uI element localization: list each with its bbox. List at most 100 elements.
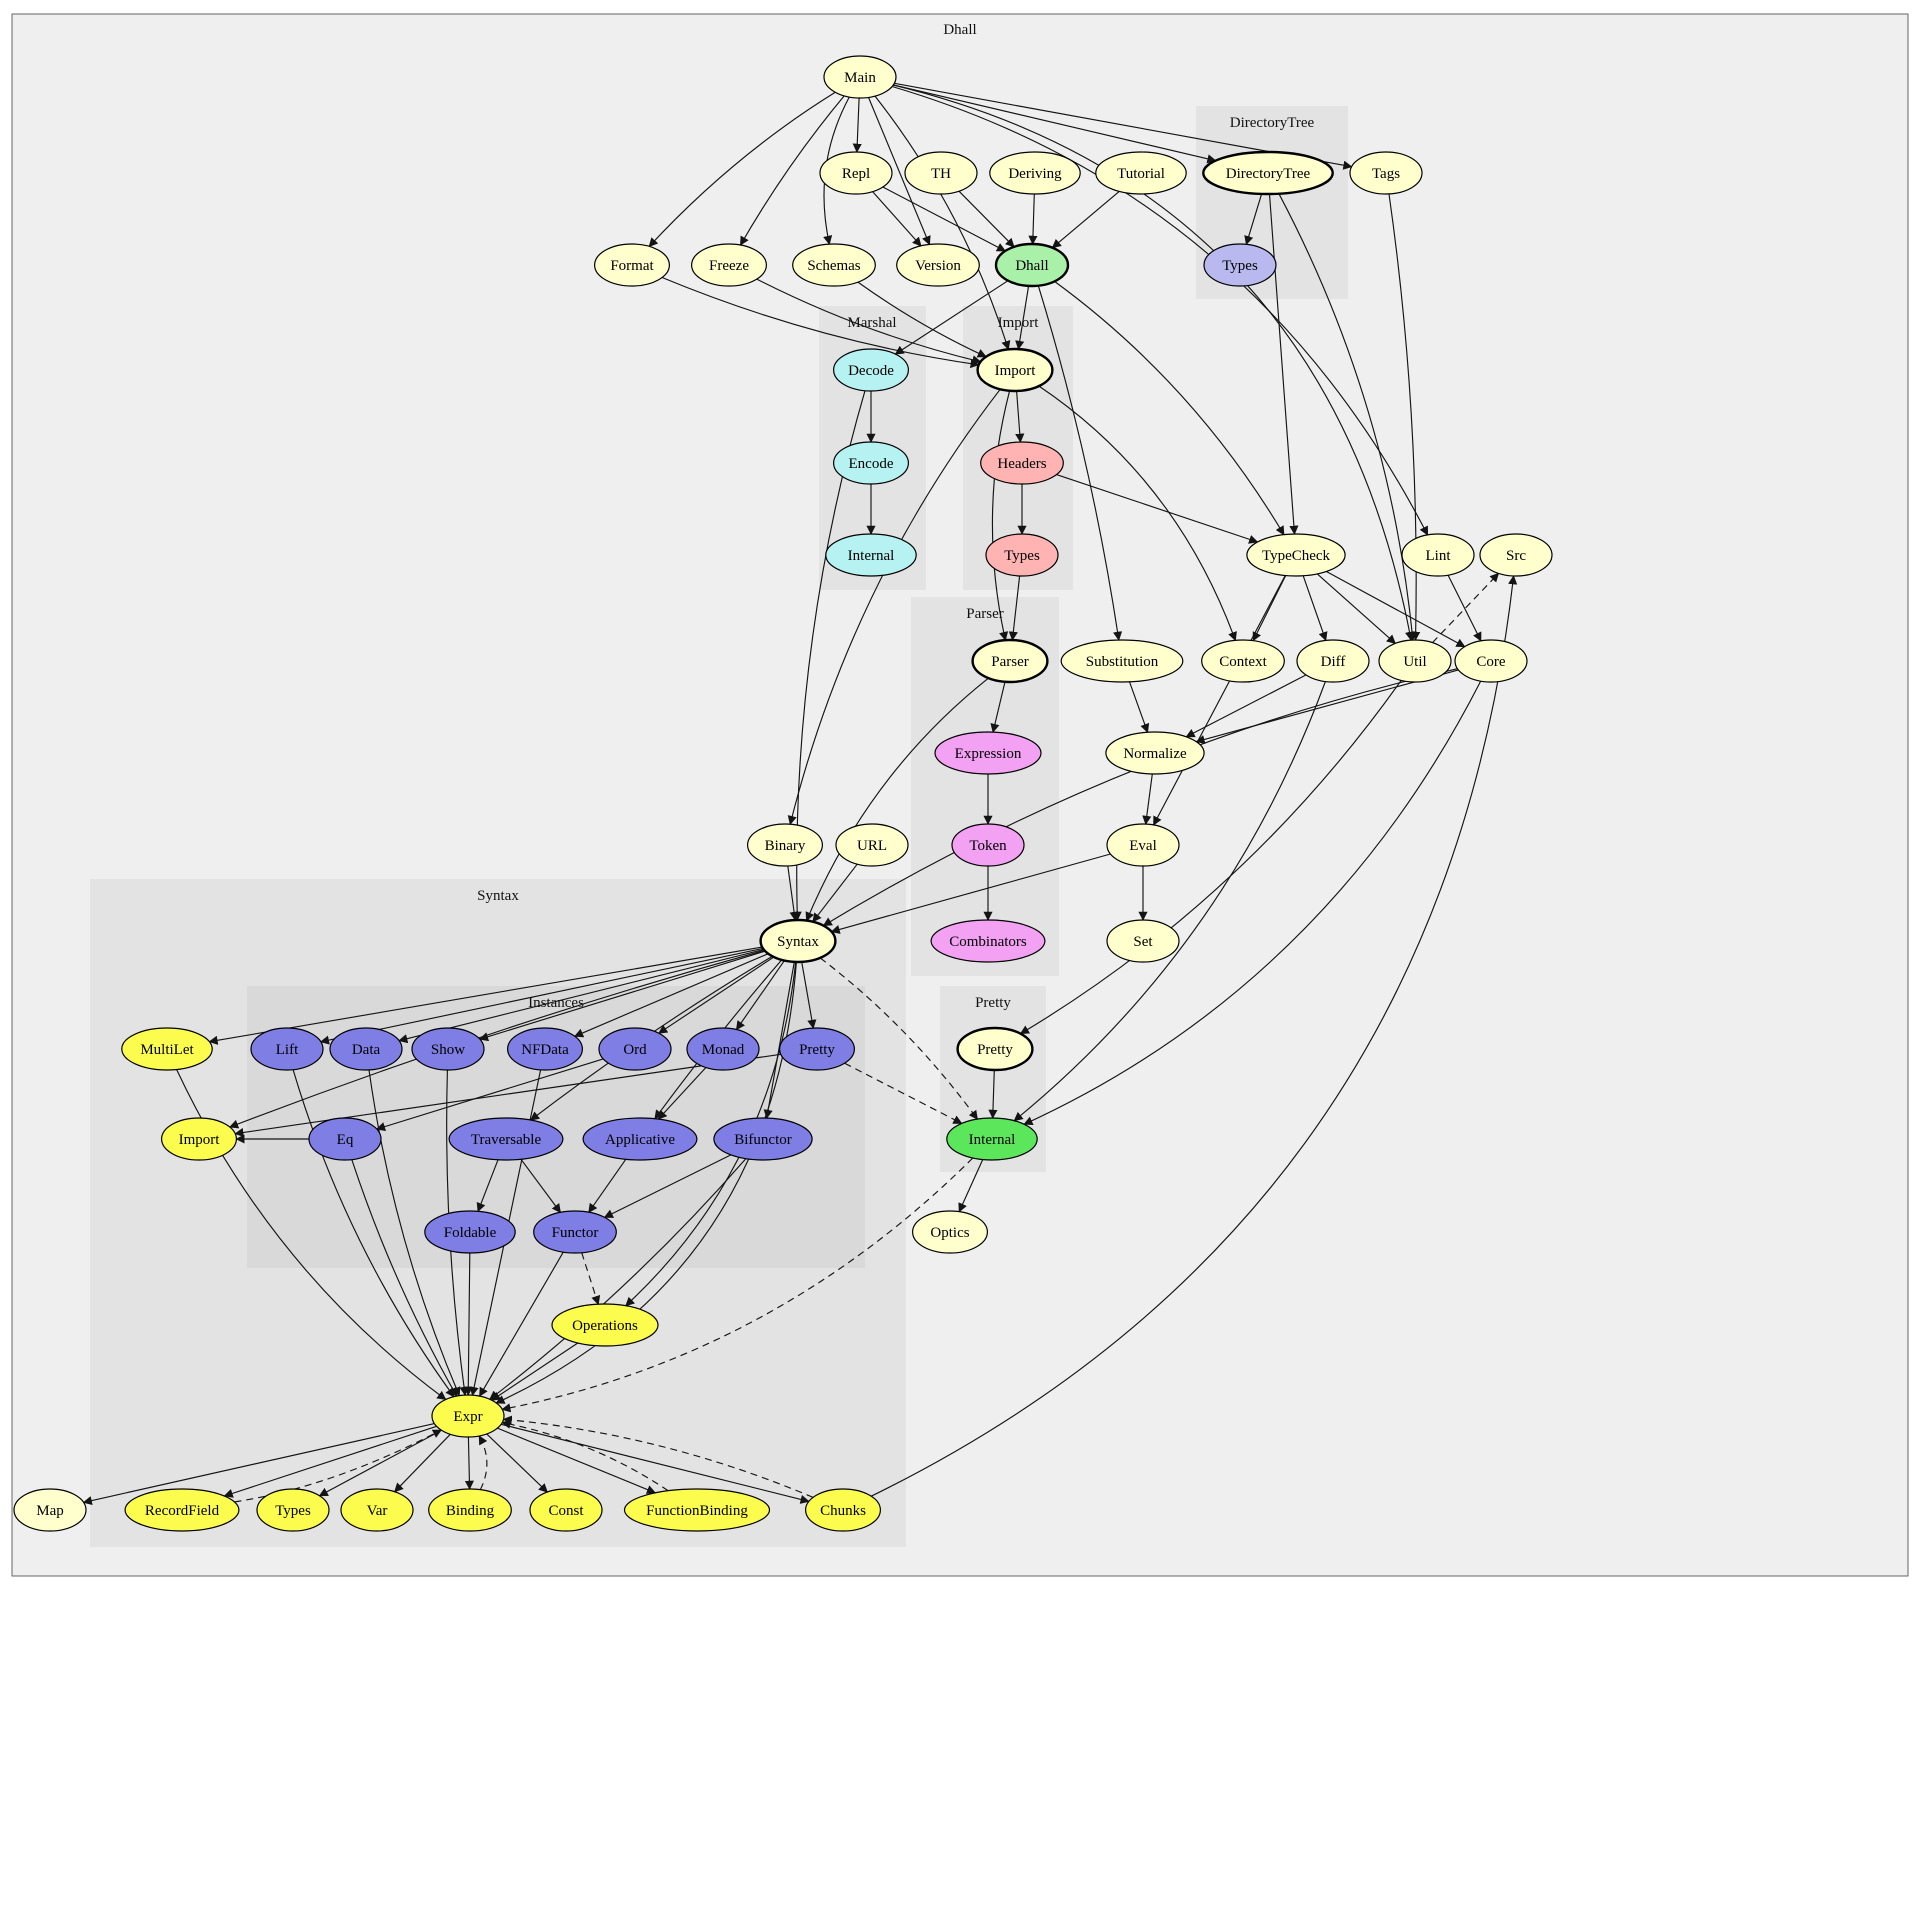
- node-shape-Binding: [428, 1488, 512, 1532]
- node-shape-Token: [951, 823, 1025, 867]
- node-shape-PrettyInst: [778, 1027, 855, 1071]
- node-Show: Show: [411, 1027, 485, 1071]
- node-FunctionBinding: FunctionBinding: [623, 1488, 771, 1532]
- node-label-DirectoryTree: DirectoryTree: [1226, 166, 1311, 182]
- node-shape-TH: [904, 151, 978, 195]
- edge-Schemas-ImportMain: [857, 281, 987, 358]
- node-label-PrettyNode: Pretty: [977, 1042, 1013, 1058]
- cluster-label-import: Import: [998, 315, 1040, 331]
- node-label-Repl: Repl: [842, 166, 870, 182]
- node-label-Core: Core: [1476, 654, 1506, 670]
- node-shape-Bifunctor: [713, 1117, 813, 1161]
- edge-Dhall-Decode: [894, 280, 1009, 355]
- edge-Util-PrettyNode: [1019, 680, 1402, 1035]
- node-shape-ImportMain: [976, 347, 1054, 393]
- edge-Main-Repl: [852, 97, 862, 153]
- node-shape-DirectoryTree: [1202, 150, 1334, 196]
- node-shape-Expr: [431, 1394, 505, 1438]
- node-shape-Deriving: [989, 151, 1081, 195]
- node-label-Substitution: Substitution: [1086, 654, 1159, 670]
- edge-Syntax-Ord: [658, 956, 775, 1034]
- edge-Expr-TypesSyntax: [318, 1429, 442, 1497]
- edge-Diff-Normalize: [1185, 674, 1307, 738]
- node-label-Version: Version: [915, 258, 961, 274]
- node-Ord: Ord: [598, 1027, 672, 1071]
- node-label-Monad: Monad: [702, 1042, 745, 1058]
- edge-Syntax-InternalPretty: [819, 957, 978, 1120]
- edge-Syntax-NFData: [573, 953, 769, 1038]
- edge-RecordField-Expr: [234, 1429, 443, 1503]
- cluster-label-marshal: Marshal: [847, 315, 896, 331]
- edge-DirectoryTree-Util: [1278, 193, 1417, 641]
- edge-Main-DirectoryTree: [893, 84, 1217, 164]
- node-shape-Operations: [551, 1303, 659, 1347]
- node-label-Operations: Operations: [572, 1318, 638, 1334]
- node-shape-Ord: [598, 1027, 672, 1071]
- node-shape-Expression: [934, 731, 1042, 775]
- edge-Expr-Const: [486, 1433, 548, 1493]
- edge-PrettyInst-InternalPretty: [844, 1062, 963, 1124]
- node-TypesDT: Types: [1203, 243, 1277, 287]
- node-PrettyInst: Pretty: [778, 1027, 855, 1071]
- node-label-Var: Var: [367, 1503, 388, 1519]
- node-Functor: Functor: [533, 1210, 617, 1254]
- node-label-TypeCheck: TypeCheck: [1262, 548, 1331, 564]
- node-shape-Encode: [832, 441, 909, 485]
- edge-Repl-Dhall: [882, 186, 1007, 252]
- node-shape-Normalize: [1105, 731, 1205, 775]
- node-label-InternalMarshal: Internal: [848, 548, 895, 564]
- edge-Main-Version: [867, 97, 931, 246]
- node-label-Eq: Eq: [337, 1132, 354, 1148]
- node-Const: Const: [529, 1488, 603, 1532]
- node-label-Expr: Expr: [453, 1409, 482, 1425]
- node-ImportSyntax: Import: [161, 1117, 238, 1161]
- node-TH: TH: [904, 151, 978, 195]
- node-Binding: Binding: [428, 1488, 512, 1532]
- edge-Main-Format: [648, 91, 836, 248]
- node-Main: Main: [823, 55, 897, 99]
- node-label-Diff: Diff: [1321, 654, 1346, 670]
- node-label-Encode: Encode: [849, 456, 894, 472]
- node-Substitution: Substitution: [1060, 639, 1184, 683]
- node-shape-Syntax: [759, 918, 837, 964]
- node-label-TypesImport: Types: [1004, 548, 1040, 564]
- edge-Chunks-Expr: [502, 1415, 814, 1498]
- node-Version: Version: [896, 243, 980, 287]
- node-Data: Data: [329, 1027, 403, 1071]
- node-InternalMarshal: Internal: [825, 533, 917, 577]
- edge-Dhall-Substitution: [1037, 285, 1123, 641]
- node-shape-Eval: [1106, 823, 1180, 867]
- node-shape-NFData: [507, 1027, 584, 1071]
- node-TypesSyntax: Types: [256, 1488, 330, 1532]
- edge-Expr-Var: [394, 1433, 451, 1493]
- node-label-NFData: NFData: [521, 1042, 569, 1058]
- node-label-Foldable: Foldable: [444, 1225, 497, 1241]
- node-label-Deriving: Deriving: [1008, 166, 1062, 182]
- node-Combinators: Combinators: [930, 919, 1046, 963]
- node-shape-Tutorial: [1095, 151, 1187, 195]
- node-shape-Show: [411, 1027, 485, 1071]
- node-Lift: Lift: [250, 1027, 324, 1071]
- node-Deriving: Deriving: [989, 151, 1081, 195]
- node-Binary: Binary: [746, 823, 823, 867]
- node-shape-Monad: [686, 1027, 760, 1071]
- node-shape-TypesSyntax: [256, 1488, 330, 1532]
- edge-Deriving-Dhall: [1028, 193, 1038, 245]
- node-Token: Token: [951, 823, 1025, 867]
- edge-Parser-Syntax: [805, 677, 989, 922]
- edge-Chunks-Src: [870, 575, 1518, 1497]
- edge-URL-Syntax: [812, 863, 858, 923]
- node-label-Tags: Tags: [1372, 166, 1400, 182]
- node-shape-PrettyNode: [956, 1026, 1034, 1072]
- node-label-Syntax: Syntax: [777, 934, 819, 950]
- node-label-ImportSyntax: Import: [179, 1132, 221, 1148]
- node-Diff: Diff: [1296, 639, 1370, 683]
- edge-Functor-Operations: [581, 1252, 601, 1306]
- edge-Main-Freeze: [740, 95, 845, 246]
- node-Tutorial: Tutorial: [1095, 151, 1187, 195]
- node-shape-Repl: [819, 151, 893, 195]
- node-shape-Dhall: [994, 242, 1070, 288]
- node-Normalize: Normalize: [1105, 731, 1205, 775]
- edge-Normalize-Eval: [1142, 773, 1153, 826]
